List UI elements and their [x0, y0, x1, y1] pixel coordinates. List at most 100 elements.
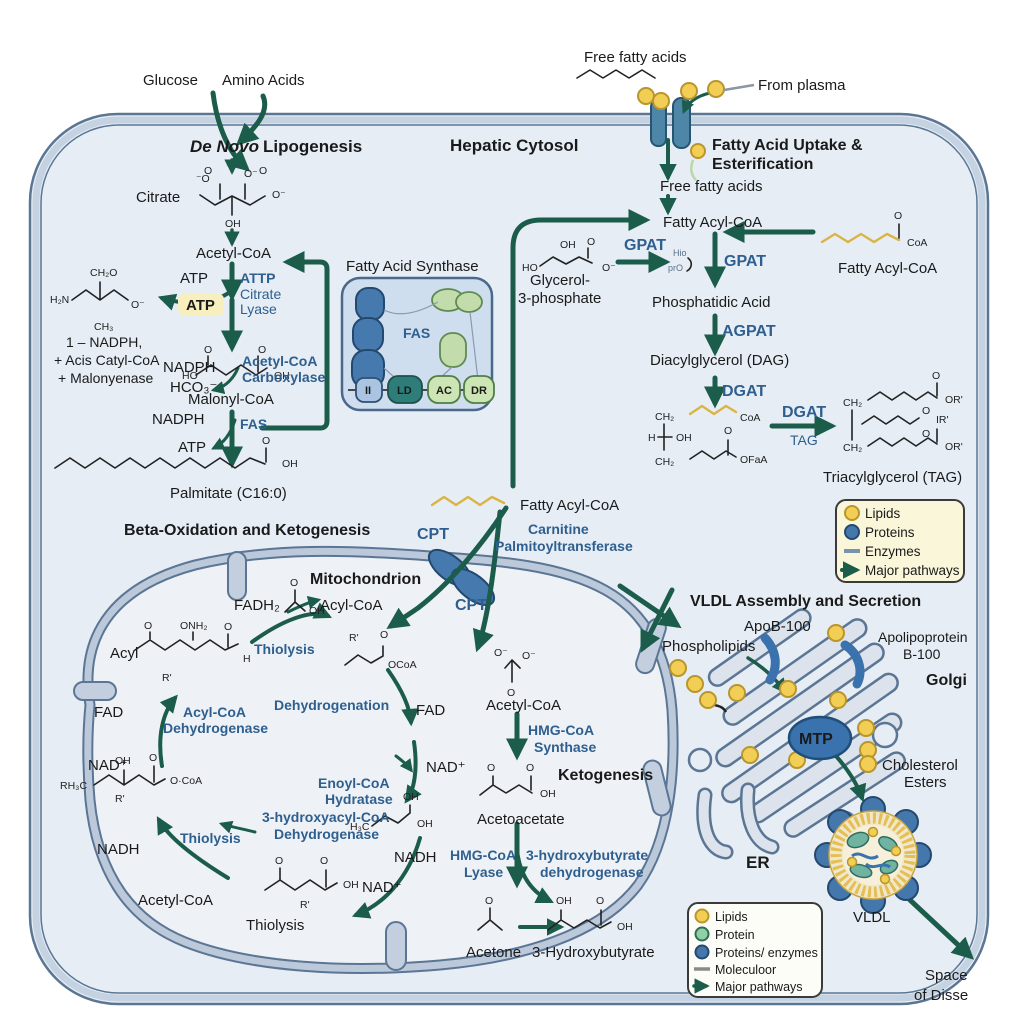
legend2-protein-swatch [694, 926, 710, 942]
label-vldl: VLDL [853, 909, 891, 926]
label-apolipoprotein-1: Apolipoprotein [878, 629, 968, 645]
label-malonyl-coa: Malonyl-CoA [188, 391, 274, 408]
label-mitochondrion: Mitochondrion [310, 571, 421, 588]
label-space-2: of Disse [914, 987, 968, 1004]
label-ketogenesis: Ketogenesis [558, 767, 653, 784]
label-cpt-2: CPT [455, 597, 487, 614]
label-nad-right: NAD⁺ [426, 759, 466, 776]
atom: O [259, 165, 267, 177]
atom: O [596, 895, 604, 907]
label-amino-acids: Amino Acids [222, 72, 305, 89]
label-de-novo: De Novo [190, 137, 259, 156]
mtp-protein: MTP [787, 715, 853, 761]
atom: O [262, 435, 270, 447]
atom: CH₂O [90, 267, 117, 279]
atom: H [243, 653, 251, 665]
atom: O [922, 428, 930, 440]
atom: O [144, 620, 152, 632]
label-g3p-2: 3-phosphate [518, 290, 601, 307]
atom: H [648, 432, 656, 444]
label-uptake-title-1: Fatty Acid Uptake & [712, 137, 863, 154]
atom: O [290, 577, 298, 589]
label-acyl: Acyl [110, 645, 138, 662]
label-cpt-1: CPT [417, 526, 449, 543]
atom: prO [668, 263, 683, 273]
cristae [73, 551, 672, 971]
label-carnitine-2: Palmitoyltransferase [495, 538, 633, 554]
atom: OH [282, 458, 298, 470]
label-3-hydroxybutyrate: 3-Hydroxybutyrate [532, 944, 655, 961]
atom: R' [162, 672, 172, 684]
label-tag-small: TAG [790, 432, 818, 448]
atom: ONH₂ [180, 620, 207, 632]
label-acd-1: Acyl-CoA [183, 704, 246, 720]
label-glucose: Glucose [143, 72, 198, 89]
label-cholesterol-2: Esters [904, 774, 947, 791]
fas-box-title: Fatty Acid Synthase [346, 258, 479, 275]
endoplasmic-reticulum [696, 782, 780, 860]
atom: OFaA [740, 454, 767, 466]
chemical-structures: ⁻O O⁻ O⁻ O O OH H₂N CH₂O O⁻ CH₃ HO O O O… [50, 69, 963, 933]
atom: HO [522, 262, 538, 274]
label-acc-2: Carboxylase [242, 369, 325, 385]
label-acetyl-coa: Acetyl-CoA [196, 245, 271, 262]
label-vldl-title: VLDL Assembly and Secretion [690, 593, 921, 610]
mtp-label: MTP [799, 731, 833, 748]
atom: H₃C [350, 821, 370, 833]
apob-proteins [760, 633, 865, 689]
label-bhd-2: dehydrogenase [540, 864, 644, 880]
label-cholesterol-1: Cholesterol [882, 757, 958, 774]
label-hco3: HCO₃⁻ [170, 379, 217, 396]
atom: O [258, 344, 266, 356]
from-plasma-pointer [723, 83, 755, 92]
atom: O [224, 621, 232, 633]
atom: H₂N [50, 294, 69, 306]
atom: CH₃ [94, 321, 113, 333]
label-note-2: + Acis Catyl-CoA [54, 352, 160, 368]
label-phosphatidic-acid: Phosphatidic Acid [652, 294, 770, 311]
label-palmitate: Palmitate (C16:0) [170, 485, 287, 502]
label-bhd-1: 3-hydroxybutyrate [526, 847, 648, 863]
label-free-fatty-acids-plasma: Free fatty acids [584, 49, 687, 66]
atom: IR' [936, 414, 949, 426]
fas-domain-row: II LD AC DR [355, 375, 495, 404]
legend-bottom: Lipids Protein Proteins/ enzymes Molecul… [687, 902, 823, 998]
label-nad-left: NAD⁺ [88, 757, 128, 774]
atom: R' [300, 899, 310, 911]
atom: O [724, 425, 732, 437]
atom: O [149, 752, 157, 764]
atom: OH [274, 370, 290, 382]
atom: OH [540, 788, 556, 800]
label-free-fatty-acids-cytosol: Free fatty acids [660, 178, 763, 195]
legend-proteins-swatch [844, 524, 860, 540]
label-fas-step: FAS [240, 416, 267, 432]
atom: Hio [673, 248, 687, 258]
golgi-apparatus [257, 517, 907, 838]
legend2-protein-label: Protein [715, 928, 755, 942]
atom: HO [182, 370, 198, 382]
label-hmgs-1: HMG-CoA [528, 722, 594, 738]
label-atp-1: ATP [180, 270, 208, 287]
label-betaox-title: Beta-Oxidation and Ketogenesis [124, 522, 370, 539]
label-note-1: 1 – NADPH, [66, 334, 142, 350]
atom: O [204, 344, 212, 356]
atom: CH₂ [655, 456, 674, 468]
label-fatty-acyl-coa-top: Fatty Acyl-CoA [663, 214, 762, 231]
atom: OH [560, 239, 576, 251]
label-thiolysis-3: Thiolysis [246, 917, 304, 934]
legend-lipids-label: Lipids [865, 506, 901, 521]
legend-pathways-label: Major pathways [865, 563, 960, 578]
label-hmgs-2: Synthase [534, 739, 596, 755]
label-fatty-acyl-coa-cpt: Fatty Acyl-CoA [520, 497, 619, 514]
atom: O⁻ [244, 168, 258, 180]
label-acc-1: Acetyl-CoA [242, 353, 317, 369]
atom: O [932, 370, 940, 382]
label-acetoacetate: Acetoacetate [477, 811, 565, 828]
label-thiolysis-2: Thiolysis [180, 830, 241, 846]
legend-enzymes-label: Enzymes [865, 544, 921, 559]
label-fad-left: FAD [94, 704, 123, 721]
label-hacd-1: 3-hydroxyacyl-CoA [262, 809, 390, 825]
label-acd-2: Dehydrogenase [163, 720, 268, 736]
atom: OH [617, 921, 633, 933]
legend2-molecule-label: Moleculoor [715, 963, 776, 977]
